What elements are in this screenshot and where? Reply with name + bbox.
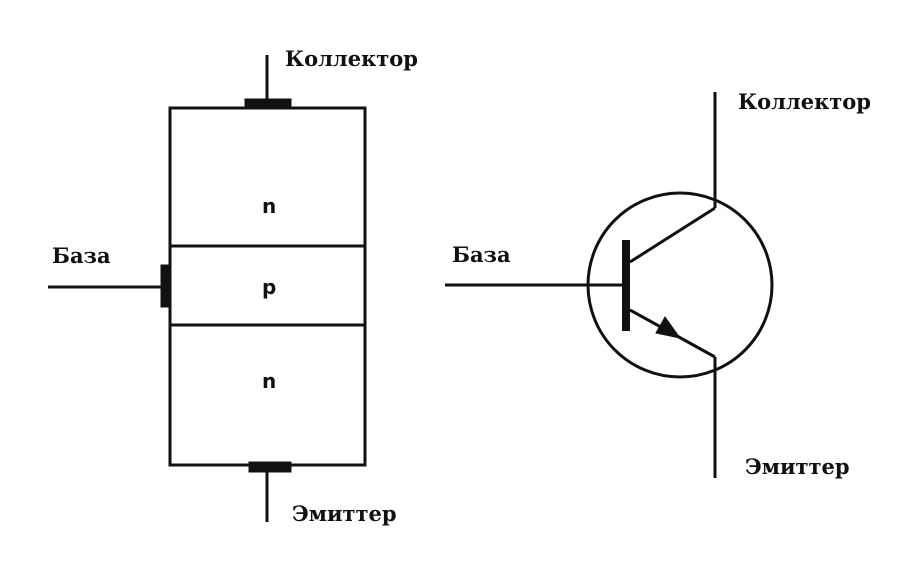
transistor-symbol [445,92,774,478]
base-label: База [52,243,111,268]
emitter-arrow-icon [655,316,682,339]
emitter-contact [248,461,292,473]
collector-contact [244,98,292,110]
symbol-collector-line [629,206,716,264]
emitter-label: Эмиттер [292,501,397,526]
symbol-collector-label: Коллектор [738,89,871,114]
region-p: p [262,275,276,299]
npn-structure [48,55,367,522]
base-contact [160,264,172,308]
symbol-emitter-label: Эмиттер [745,454,850,479]
region-n-top: n [262,194,276,218]
collector-label: Коллектор [285,46,418,71]
region-n-bottom: n [262,369,276,393]
symbol-base-label: База [452,242,511,267]
